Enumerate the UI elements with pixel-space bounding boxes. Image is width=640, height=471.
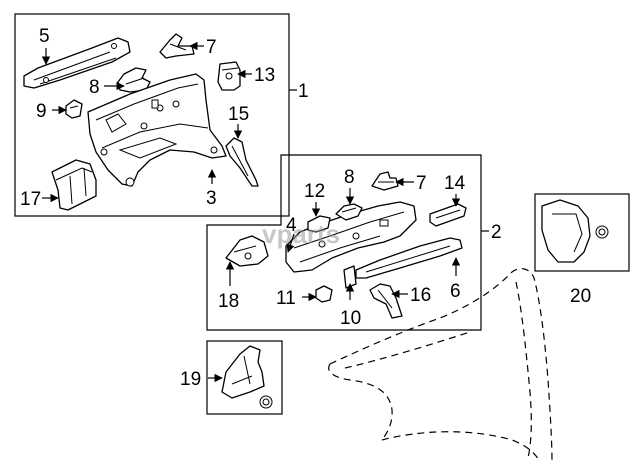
part-20-splash-shield xyxy=(541,199,609,263)
watermark-text: vparts xyxy=(262,219,340,249)
part-8-bracket-upper xyxy=(117,67,151,93)
callout-18: 18 xyxy=(218,291,239,312)
callout-8: 8 xyxy=(89,77,100,98)
callout-2: 2 xyxy=(491,222,502,243)
part-6-rail xyxy=(355,237,463,279)
part-5-upper-rail xyxy=(23,37,131,89)
part-16-bracket xyxy=(369,283,403,319)
callout-11: 11 xyxy=(276,288,296,309)
part-17-lower-bracket xyxy=(51,159,97,211)
callout-7: 7 xyxy=(206,37,217,58)
callout-10: 10 xyxy=(340,308,361,329)
callout-1: 1 xyxy=(298,81,309,102)
callout-5: 5 xyxy=(39,26,50,47)
callout-labels: 5 7 8 13 1 9 15 3 17 12 8 7 14 2 4 18 11… xyxy=(20,26,591,390)
part-10-block xyxy=(343,265,357,289)
part-14-plate xyxy=(429,203,467,227)
callout-20: 20 xyxy=(570,286,591,307)
part-7-bracket-upper xyxy=(159,33,195,59)
leader-lines xyxy=(41,41,461,383)
group-box-19 xyxy=(206,340,283,415)
fender-outline xyxy=(328,268,553,463)
callout-12: 12 xyxy=(304,181,325,202)
group-box-20 xyxy=(534,193,630,272)
part-19-bracket xyxy=(221,345,273,409)
part-15-strip xyxy=(225,137,259,187)
part-4-apron-panel xyxy=(285,201,417,273)
part-9-clip xyxy=(65,99,83,119)
part-11-clip xyxy=(315,285,333,303)
callout-15: 15 xyxy=(228,104,249,125)
callout-16: 16 xyxy=(410,285,431,306)
group-box-2 xyxy=(206,154,482,331)
callout-6: 6 xyxy=(450,281,461,302)
callout-9: 9 xyxy=(36,101,47,122)
part-3-wheelhouse-panel xyxy=(87,73,227,187)
callout-3: 3 xyxy=(206,188,217,209)
callout-14: 14 xyxy=(444,173,466,194)
callout-4: 4 xyxy=(286,215,297,236)
callout-13: 13 xyxy=(254,65,275,86)
callout-19: 19 xyxy=(180,369,201,390)
callout-7: 7 xyxy=(416,173,427,194)
part-13-plate xyxy=(217,61,241,91)
callout-17: 17 xyxy=(20,189,41,210)
part-8-bracket-lower xyxy=(335,203,363,221)
callout-8: 8 xyxy=(344,167,355,188)
part-18-bracket xyxy=(225,235,269,267)
group-box-1 xyxy=(14,13,290,217)
part-7-bracket-lower xyxy=(371,171,399,191)
